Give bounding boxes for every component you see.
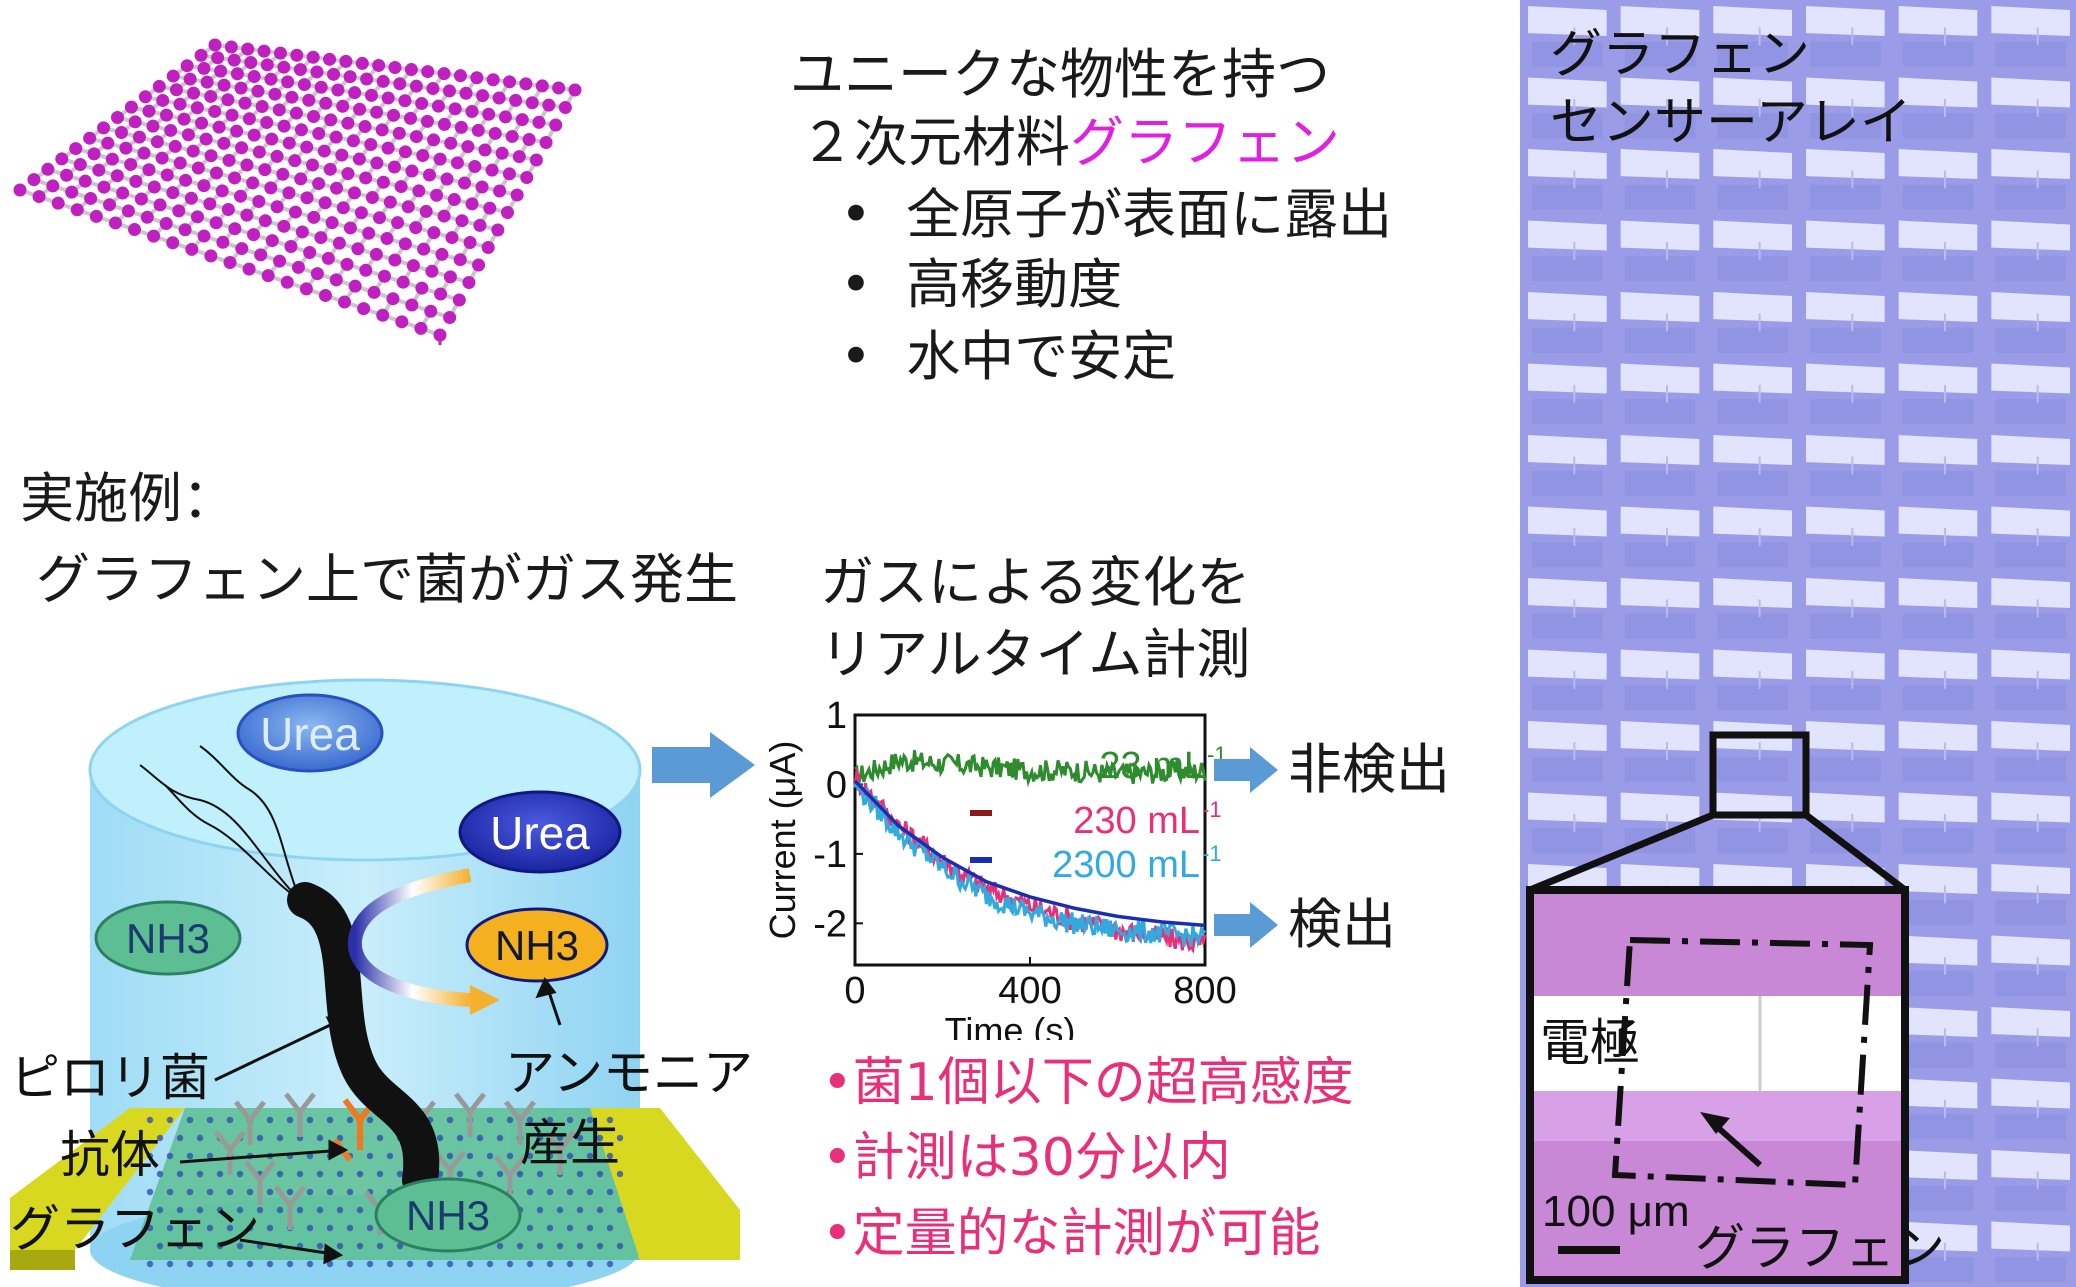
nh3-bubble-bottom (374, 1177, 522, 1253)
arrow-no-detect-icon (1214, 747, 1278, 793)
result-no-detection: 非検出 (1288, 738, 1450, 801)
intro-bullet-3: • 水中で安定 (840, 325, 1177, 388)
nh3-bubble-left (94, 900, 242, 976)
electrode-left (10, 1108, 185, 1250)
point-quantitative: •定量的な計測が可能 (822, 1204, 1321, 1264)
series-line-1 (854, 750, 1207, 788)
inset-graphene-outline (1611, 936, 1874, 1189)
label-antibody: 抗体 (60, 1127, 160, 1183)
measurement-title-line1: ガスによる変化を (820, 551, 1251, 614)
urea-bubble-mid (458, 790, 622, 874)
urea-top-label: Urea (260, 708, 360, 760)
pointer-graphene (239, 1238, 341, 1257)
example-title: 実施例： (20, 467, 236, 530)
intro-line1: ユニークな物性を持つ (790, 43, 1330, 106)
measurement-title-line2: リアルタイム計測 (820, 623, 1251, 686)
y-tick-label: 1 (826, 695, 847, 737)
urea-bubble-top (236, 693, 384, 773)
intro-bullet-3-text: 水中で安定 (906, 325, 1177, 388)
intro-bullet-1: • 全原子が表面に露出 (840, 183, 1393, 246)
intro-line2: ２次元材料グラフェン (800, 108, 1340, 178)
sensor-array-micrograph: 電極 100 μm グラフェン グラフェン センサーアレイ (1520, 0, 2076, 1287)
intro-graphene-highlight: グラフェン (1070, 111, 1340, 174)
point-speed: •計測は30分以内 (822, 1128, 1231, 1188)
inset-electrode-label: 電極 (1540, 1015, 1640, 1071)
intro-bullet-2-text: 高移動度 (906, 253, 1123, 316)
x-axis-label: Time (s) (945, 1010, 1076, 1040)
point-sensitivity: •菌1個以下の超高感度 (822, 1053, 1354, 1113)
legend-label-3: 2300 mL (1052, 844, 1200, 886)
y-tick-label: -2 (813, 903, 847, 945)
y-tick-label: -1 (813, 834, 847, 876)
fit-curve (853, 779, 1206, 928)
bacteria-device-illustration: Urea Urea NH3 NH3 NH3 ピロリ菌 抗体 グラフェン アンモニ… (10, 678, 753, 1287)
legend-sup-2: -1 (1202, 797, 1222, 822)
inset-scale-label: 100 μm (1542, 1187, 1690, 1236)
label-production: 産生 (520, 1115, 620, 1171)
legend-sup-3: -1 (1202, 841, 1222, 866)
legend-label-1: 23 mL (1099, 745, 1205, 787)
pointer-bacteria (214, 1016, 346, 1082)
result-detection: 検出 (1288, 893, 1396, 956)
nh3-bottom-label: NH3 (406, 1192, 490, 1239)
nh3-bubble-product (465, 907, 609, 983)
legend-label-2: 230 mL (1073, 800, 1200, 842)
intro-line2-prefix: ２次元材料 (800, 111, 1070, 174)
label-bacteria: ピロリ菌 (10, 1050, 210, 1106)
urea-mid-label: Urea (490, 807, 590, 859)
arrow-detect-icon (1214, 902, 1278, 948)
x-tick-label: 800 (1173, 970, 1236, 1012)
sensor-title-line1: グラフェン (1550, 26, 1810, 84)
x-tick-label: 0 (844, 970, 865, 1012)
sensor-title-line2: センサーアレイ (1550, 94, 1912, 152)
conversion-arrow (347, 868, 472, 1007)
arrow-to-chart-icon (652, 732, 755, 798)
nh3-left-label: NH3 (126, 915, 210, 962)
graphene-lattice-illustration (13, 38, 582, 345)
inset-graphene-label: グラフェン (1695, 1220, 1945, 1276)
y-tick-label: 0 (826, 764, 847, 806)
nh3-product-label: NH3 (495, 922, 579, 969)
zoom-region-box (1709, 731, 1810, 819)
bacteria-body (287, 882, 440, 1198)
label-ammonia: アンモニア (505, 1045, 753, 1101)
inset-electrode-band (1534, 996, 1901, 1091)
example-subtitle: グラフェン上で菌がガス発生 (36, 548, 738, 611)
antibody-bound (332, 1098, 378, 1162)
intro-bullet-2: • 高移動度 (840, 253, 1123, 316)
series-line-3 (853, 780, 1207, 949)
y-axis-label: Current (μA) (762, 741, 803, 940)
x-tick-label: 400 (998, 970, 1061, 1012)
label-graphene: グラフェン (10, 1201, 260, 1257)
intro-bullet-1-text: 全原子が表面に露出 (906, 183, 1393, 246)
pointer-antibody (179, 1148, 346, 1164)
